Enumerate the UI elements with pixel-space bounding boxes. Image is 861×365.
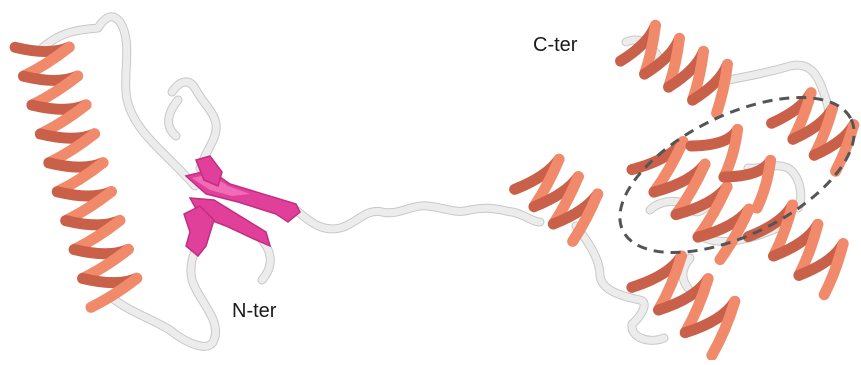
left-alpha-helix	[9, 41, 143, 313]
right-helix-lower-right	[742, 199, 849, 301]
right-helix-upper-right	[766, 87, 860, 177]
helix-turn-front	[85, 272, 143, 313]
highlight-dashed-ellipse	[618, 95, 856, 255]
coil-segments	[33, 12, 833, 351]
helix-turn-front	[818, 238, 849, 301]
beta-sheet	[183, 155, 301, 258]
helix-turn-front	[714, 203, 755, 266]
helix-turn-front	[706, 295, 741, 361]
helix-turn-front	[711, 58, 733, 119]
right-helix-top	[615, 19, 733, 119]
helix-turn-front	[751, 154, 777, 214]
n-terminus-label: N-ter	[232, 300, 277, 322]
c-terminus-label: C-ter	[533, 34, 578, 56]
right-helix-inner	[685, 123, 777, 214]
right-helix-1	[509, 153, 604, 247]
right-helix-center	[626, 136, 755, 266]
helix-turn-front	[567, 188, 604, 247]
right-helix-bottom	[626, 250, 741, 361]
